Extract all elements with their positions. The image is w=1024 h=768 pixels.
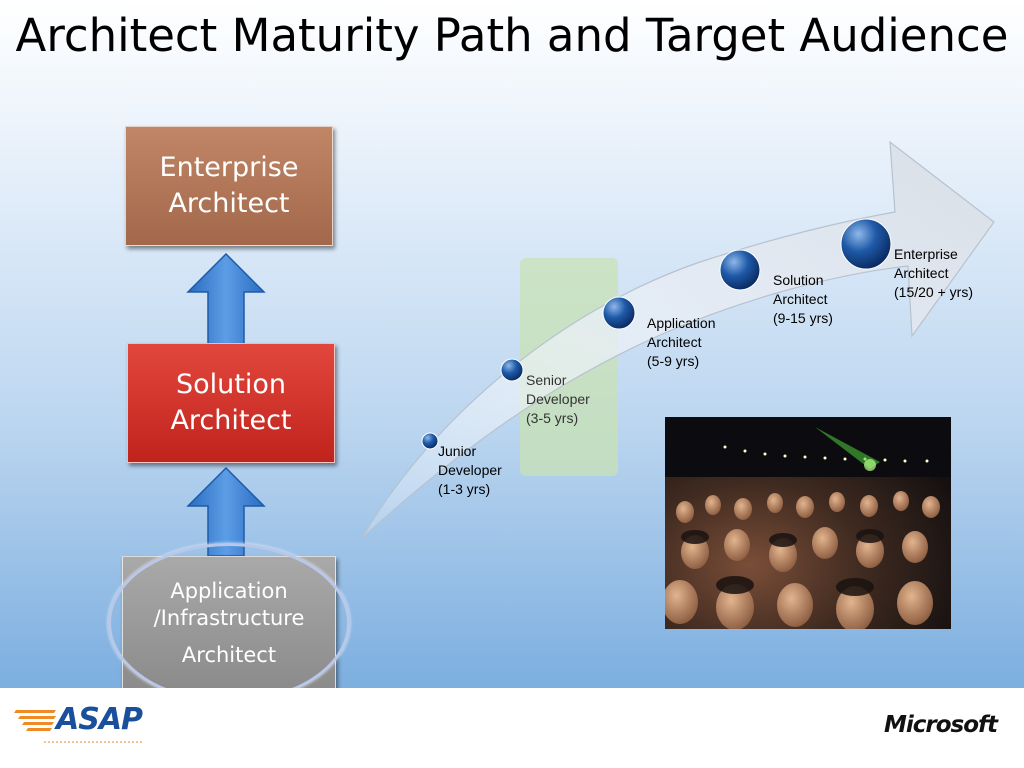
step-label-enterprise: Enterprise Architect (15/20 + yrs) [894, 245, 973, 302]
step-label-line: (3-5 yrs) [526, 410, 579, 426]
solution-architect-label: Solution Architect [170, 369, 292, 436]
step-label-line: Developer [438, 462, 502, 478]
solution-architect-box: Solution Architect [127, 343, 335, 463]
step-label-line: Solution [773, 272, 824, 288]
step-dot-solution [719, 249, 761, 291]
step-label-line: (5-9 yrs) [647, 353, 700, 369]
step-dot-senior [500, 358, 524, 382]
footer-bar [0, 688, 1024, 768]
step-dot-junior [421, 432, 439, 450]
step-label-line: Enterprise [894, 246, 958, 262]
step-label-line: (15/20 + yrs) [894, 284, 973, 300]
step-dot-application [602, 296, 636, 330]
crowd-photo [665, 417, 951, 629]
step-label-solution: Solution Architect (9-15 yrs) [773, 271, 833, 328]
crowd-photo-illustration [665, 417, 951, 629]
asap-logo-stripes-icon [14, 710, 142, 743]
step-label-line: Senior [526, 372, 567, 388]
step-label-line: Junior [438, 443, 477, 459]
step-label-line: Architect [773, 291, 828, 307]
step-label-line: Developer [526, 391, 590, 407]
slide-title: Architect Maturity Path and Target Audie… [15, 9, 1009, 62]
step-label-line: Architect [647, 334, 702, 350]
step-label-line: Application [647, 315, 716, 331]
step-dot-enterprise [840, 218, 892, 270]
enterprise-architect-label: Enterprise Architect [159, 152, 299, 219]
step-label-junior: Junior Developer (1-3 yrs) [438, 442, 502, 499]
step-label-line: (1-3 yrs) [438, 481, 491, 497]
step-label-line: Architect [894, 265, 949, 281]
step-label-application: Application Architect (5-9 yrs) [647, 314, 716, 371]
microsoft-logo: Microsoft [884, 712, 998, 738]
step-label-line: (9-15 yrs) [773, 310, 833, 326]
asap-logo: ASAP [56, 702, 143, 737]
enterprise-architect-box: Enterprise Architect [125, 126, 333, 246]
step-label-senior: Senior Developer (3-5 yrs) [526, 371, 590, 428]
